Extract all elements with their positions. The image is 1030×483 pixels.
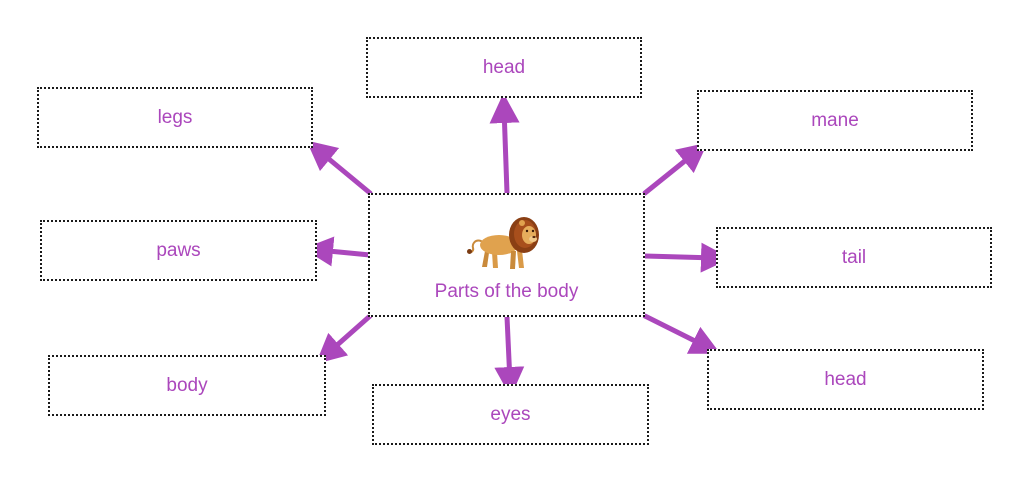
node-mane: mane xyxy=(697,90,973,151)
node-paws-label: paws xyxy=(156,239,201,261)
node-paws: paws xyxy=(40,220,317,281)
arrow-to-body xyxy=(315,313,373,364)
node-head-top-label: head xyxy=(482,56,526,78)
node-body: body xyxy=(48,355,326,416)
node-legs-label: legs xyxy=(157,106,193,128)
node-eyes: eyes xyxy=(372,384,649,445)
node-body-label: body xyxy=(166,374,208,396)
node-eyes-label: eyes xyxy=(490,403,531,425)
arrow-to-head-top xyxy=(489,93,520,196)
arrow-to-tail xyxy=(642,242,731,273)
arrow-to-legs xyxy=(306,140,373,196)
node-mane-label: mane xyxy=(811,109,859,131)
node-head-bottom-label: head xyxy=(824,368,867,390)
lion-icon xyxy=(466,217,539,269)
node-legs: legs xyxy=(37,87,313,148)
node-head-top: head xyxy=(366,37,642,98)
node-tail: tail xyxy=(716,227,992,288)
center-node: Parts of the body xyxy=(368,193,645,317)
arrow-to-mane xyxy=(642,142,708,196)
arrow-to-eyes xyxy=(494,314,525,397)
node-tail-label: tail xyxy=(841,246,867,268)
center-label: Parts of the body xyxy=(434,281,579,302)
node-head-bottom: head xyxy=(707,349,984,410)
arrow-to-head-bottom xyxy=(642,313,721,354)
arrow-to-paws xyxy=(303,236,373,267)
